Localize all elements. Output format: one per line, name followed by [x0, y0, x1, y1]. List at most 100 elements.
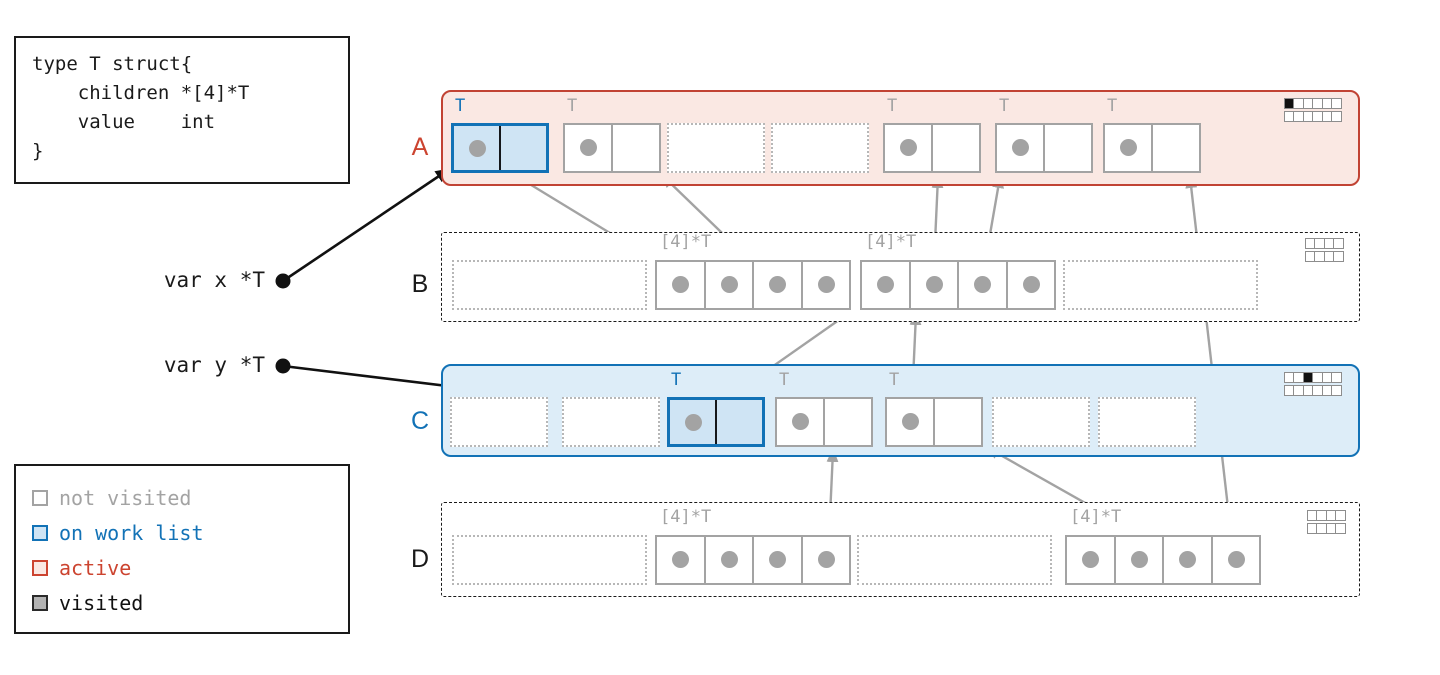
- field-divider: [611, 125, 613, 171]
- code-line: value int: [32, 111, 216, 133]
- free-slot: [1063, 260, 1258, 310]
- bitmap-row: [1306, 523, 1346, 534]
- type-label: [4]*T: [1070, 507, 1122, 527]
- bitmap-cell: [1331, 385, 1342, 396]
- free-slot: [452, 535, 647, 585]
- bitmap-row: [1304, 251, 1344, 262]
- free-slot: [857, 535, 1052, 585]
- free-slot: [450, 397, 548, 447]
- active-swatch-icon: [32, 559, 48, 576]
- field-divider: [933, 399, 935, 445]
- element-pointer-dot: [769, 551, 786, 568]
- array-cell: [1164, 537, 1213, 583]
- free-slot: [667, 123, 765, 173]
- type-label: [4]*T: [660, 232, 712, 252]
- field-divider: [931, 125, 933, 171]
- free-slot: [1098, 397, 1196, 447]
- span-label-C: C: [410, 407, 430, 435]
- legend-label: active: [59, 555, 132, 580]
- array-cell: [657, 537, 706, 583]
- array-cell: [803, 537, 850, 583]
- array-cell: [706, 262, 754, 308]
- element-pointer-dot: [925, 276, 943, 293]
- t-object-not-visited: [885, 397, 983, 447]
- type-label: T: [889, 370, 900, 390]
- field-divider: [715, 400, 717, 444]
- children-array: [655, 535, 851, 585]
- allocation-bitmap-icon: [1283, 98, 1342, 124]
- bitmap-row: [1283, 385, 1342, 396]
- array-cell: [959, 262, 1008, 308]
- children-pointer-dot: [1120, 139, 1137, 156]
- bitmap-row: [1283, 98, 1342, 109]
- field-divider: [1151, 125, 1153, 171]
- free-slot: [452, 260, 647, 310]
- bitmap-cell: [1335, 510, 1346, 521]
- element-pointer-dot: [877, 276, 894, 293]
- element-pointer-dot: [672, 276, 689, 293]
- allocation-bitmap-icon: [1304, 238, 1344, 264]
- bitmap-row: [1304, 238, 1344, 249]
- free-slot: [562, 397, 660, 447]
- children-pointer-dot: [792, 413, 809, 430]
- element-pointer-dot: [974, 276, 991, 293]
- legend-label: on work list: [59, 520, 204, 545]
- children-pointer-dot: [902, 413, 919, 430]
- free-slot: [771, 123, 869, 173]
- array-cell: [862, 262, 911, 308]
- root-pointer-dot: [275, 358, 291, 374]
- type-label: T: [779, 370, 790, 390]
- children-pointer-dot: [1012, 139, 1029, 156]
- t-object-not-visited: [563, 123, 661, 173]
- element-pointer-dot: [817, 276, 835, 293]
- not-visited-swatch-icon: [32, 489, 48, 506]
- t-object-on-work-list: [451, 123, 549, 173]
- element-pointer-dot: [1130, 551, 1148, 568]
- allocation-bitmap-icon: [1283, 372, 1342, 398]
- bitmap-cell: [1331, 111, 1342, 122]
- children-array: [655, 260, 851, 310]
- children-pointer-dot: [900, 139, 917, 156]
- on-work-list-swatch-icon: [32, 524, 48, 541]
- bitmap-cell: [1333, 251, 1344, 262]
- bitmap-cell: [1331, 98, 1342, 109]
- type-label: [4]*T: [660, 507, 712, 527]
- element-pointer-dot: [672, 551, 689, 568]
- bitmap-row: [1283, 111, 1342, 122]
- element-pointer-dot: [817, 551, 835, 568]
- type-label: T: [1107, 96, 1118, 116]
- t-object-on-work-list: [667, 397, 765, 447]
- legend-item-not-visited: not visited: [32, 480, 332, 515]
- array-cell: [1116, 537, 1164, 583]
- span-label-D: D: [410, 545, 430, 573]
- field-divider: [1043, 125, 1045, 171]
- type-label: T: [567, 96, 578, 116]
- t-object-not-visited: [1103, 123, 1201, 173]
- array-cell: [1067, 537, 1116, 583]
- allocation-bitmap-icon: [1306, 510, 1346, 536]
- type-label: T: [999, 96, 1010, 116]
- children-array: [1065, 535, 1261, 585]
- legend-label: not visited: [59, 485, 192, 510]
- element-pointer-dot: [720, 551, 738, 568]
- field-divider: [499, 126, 501, 170]
- element-pointer-dot: [1179, 551, 1196, 568]
- children-array: [860, 260, 1056, 310]
- code-line: }: [32, 140, 44, 162]
- array-cell: [706, 537, 754, 583]
- children-pointer-dot: [580, 139, 597, 156]
- bitmap-cell: [1331, 372, 1342, 383]
- array-cell: [803, 262, 850, 308]
- element-pointer-dot: [1227, 551, 1245, 568]
- children-pointer-dot: [685, 414, 702, 431]
- free-slot: [992, 397, 1090, 447]
- t-object-not-visited: [995, 123, 1093, 173]
- span-label-B: B: [411, 270, 429, 298]
- legend-label: visited: [59, 590, 144, 615]
- legend-item-on-work-list: on work list: [32, 515, 332, 550]
- type-definition-box: type T struct{ children *[4]*T value int…: [14, 36, 350, 184]
- type-label: T: [887, 96, 898, 116]
- bitmap-cell: [1335, 523, 1346, 534]
- array-cell: [911, 262, 959, 308]
